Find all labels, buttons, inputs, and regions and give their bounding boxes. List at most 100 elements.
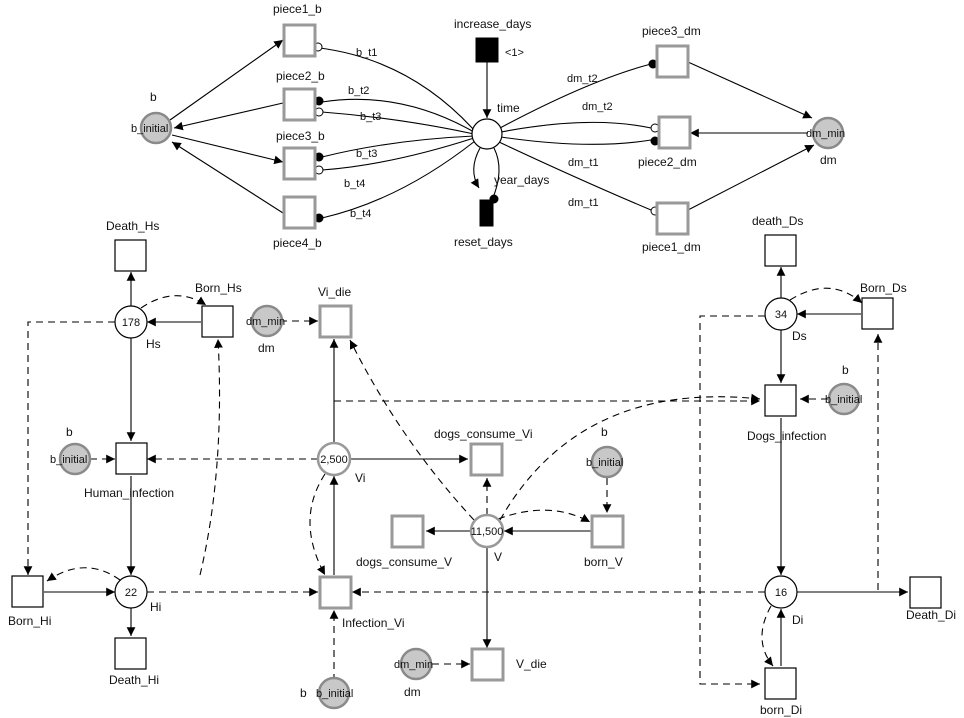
tokens-ds: 34 [775, 309, 787, 321]
arclabel-b-t4: b_t4 [344, 178, 365, 190]
label-v: V [494, 550, 502, 564]
transition-reset-days[interactable] [479, 199, 494, 227]
bottom-nodes: Death_Hs 178 Hs Born_Hs b b_initial Huma… [8, 214, 956, 717]
label-b-initial: b_initial [131, 123, 168, 135]
transition-dogs-consume-v[interactable] [390, 514, 425, 549]
label-b-initial-dogsinf: b_initial [825, 394, 862, 406]
label-vi-die: Vi_die [318, 285, 351, 299]
place-hs[interactable] [114, 305, 148, 339]
label-time: time [497, 101, 520, 115]
transition-piece1-dm[interactable] [655, 201, 690, 236]
label-piece1-dm: piece1_dm [642, 240, 701, 254]
transition-born-hs[interactable] [201, 305, 234, 338]
arc-hs-bornhs [140, 295, 207, 309]
label-piece3-b: piece3_b [276, 129, 325, 143]
label-v-die: V_die [516, 657, 547, 671]
place-dm-min[interactable] [811, 116, 845, 150]
tokens-hs: 178 [122, 317, 140, 329]
transition-piece3-b[interactable] [282, 146, 317, 181]
transition-death-hs[interactable] [114, 239, 147, 272]
arc-time-piece1dm [498, 141, 652, 211]
arc-time-piece3b-t4 [321, 137, 475, 171]
transition-infection-vi[interactable] [318, 575, 353, 610]
label-death-hs: Death_Hs [106, 219, 159, 233]
arclabel-dm-t1: dm_t1 [568, 157, 599, 169]
label-b-initial-hinf: b_initial [50, 454, 87, 466]
transition-increase-days[interactable] [475, 37, 499, 63]
label-reset-days: reset_days [454, 235, 513, 249]
arc-di-borndi [761, 605, 774, 667]
label-born-hi: Born_Hi [8, 614, 51, 628]
place-hi[interactable] [114, 575, 148, 609]
top-nodes: b b_initial piece1_b piece2_b piece3_b p… [131, 2, 845, 254]
transition-v-die[interactable] [470, 647, 505, 682]
transition-piece3-dm[interactable] [655, 44, 690, 79]
transition-piece2-b[interactable] [282, 87, 317, 122]
label-b-infvi: b [300, 686, 307, 700]
place-b-initial[interactable] [139, 111, 173, 145]
arc-time-piece3dm [499, 63, 652, 129]
tokens-hi: 22 [125, 587, 137, 599]
arc-hs-bornhi [23, 321, 115, 575]
place-b-initial-bornv[interactable] [590, 445, 624, 479]
bottom-edges [23, 267, 908, 693]
arclabel-b-t3b: b_t3 [356, 148, 377, 160]
transition-dogs-consume-vi[interactable] [469, 442, 504, 477]
arclabel-b-t4b: b_t4 [350, 208, 371, 220]
transition-death-ds[interactable] [764, 234, 797, 267]
transition-born-ds[interactable] [861, 297, 894, 330]
label-di: Di [792, 613, 803, 627]
label-increase-days: increase_days [454, 17, 531, 31]
label-dogs-consume-vi: dogs_consume_Vi [434, 427, 533, 441]
place-time[interactable] [471, 118, 503, 150]
label-dm: dm [820, 153, 837, 167]
arclabel-b-t1: b_t1 [356, 47, 377, 59]
label-increase-days-priority: <1> [505, 47, 524, 59]
place-b-initial-infvi[interactable] [317, 676, 351, 710]
label-b-initial-infvi: b_initial [316, 688, 353, 700]
label-born-di: born_Di [760, 703, 802, 717]
arclabel-dm-t2: dm_t2 [567, 73, 598, 85]
label-piece1-b: piece1_b [273, 2, 322, 16]
label-death-ds: death_Ds [752, 214, 803, 228]
arc-b-to-piece1 [169, 39, 284, 121]
place-b-initial-dogsinf[interactable] [827, 382, 861, 416]
place-v[interactable] [469, 513, 505, 549]
label-dogs-consume-v: dogs_consume_V [356, 555, 452, 569]
place-b-initial-hinf[interactable] [58, 442, 92, 476]
transition-piece2-dm[interactable] [657, 115, 692, 150]
transition-death-hi[interactable] [114, 637, 147, 670]
label-death-hi: Death_Hi [109, 673, 159, 687]
top-edges [169, 39, 815, 219]
transition-human-infection[interactable] [115, 442, 148, 475]
transition-death-di[interactable] [909, 576, 942, 609]
arc-v-dogsinf [499, 393, 761, 521]
label-dm-vdie: dm [404, 685, 421, 699]
arclabel-dm-t2b: dm_t2 [582, 101, 613, 113]
place-ds[interactable] [764, 297, 798, 331]
arc-piece3dm-dm [687, 61, 813, 119]
arc-ds-borndi [699, 315, 765, 689]
transition-piece1-b[interactable] [282, 23, 317, 58]
place-dm-min-vidie[interactable] [250, 304, 284, 338]
transition-dogs-infection[interactable] [764, 384, 797, 417]
place-vi[interactable] [316, 441, 352, 477]
place-di[interactable] [764, 575, 798, 609]
arc-time-piece2dm-t1 [500, 136, 652, 145]
arc-time-reset [470, 147, 481, 189]
label-piece4-b: piece4_b [273, 236, 322, 250]
place-dm-min-vdie[interactable] [399, 647, 433, 681]
transition-born-di[interactable] [764, 667, 797, 700]
transition-vi-die[interactable] [318, 304, 353, 339]
arc-hi-bornhi [46, 567, 121, 582]
transition-born-hi[interactable] [11, 575, 44, 608]
label-ds: Ds [792, 329, 807, 343]
label-infection-vi: Infection_Vi [342, 616, 405, 630]
arclabel-b-t2: b_t2 [348, 85, 369, 97]
arc-piece1dm-dm [687, 144, 815, 211]
arc-hi-bornhs [199, 338, 223, 576]
label-human-infection: Human_infection [84, 486, 174, 500]
transition-born-v[interactable] [590, 514, 625, 549]
transition-piece4-b[interactable] [282, 195, 317, 230]
